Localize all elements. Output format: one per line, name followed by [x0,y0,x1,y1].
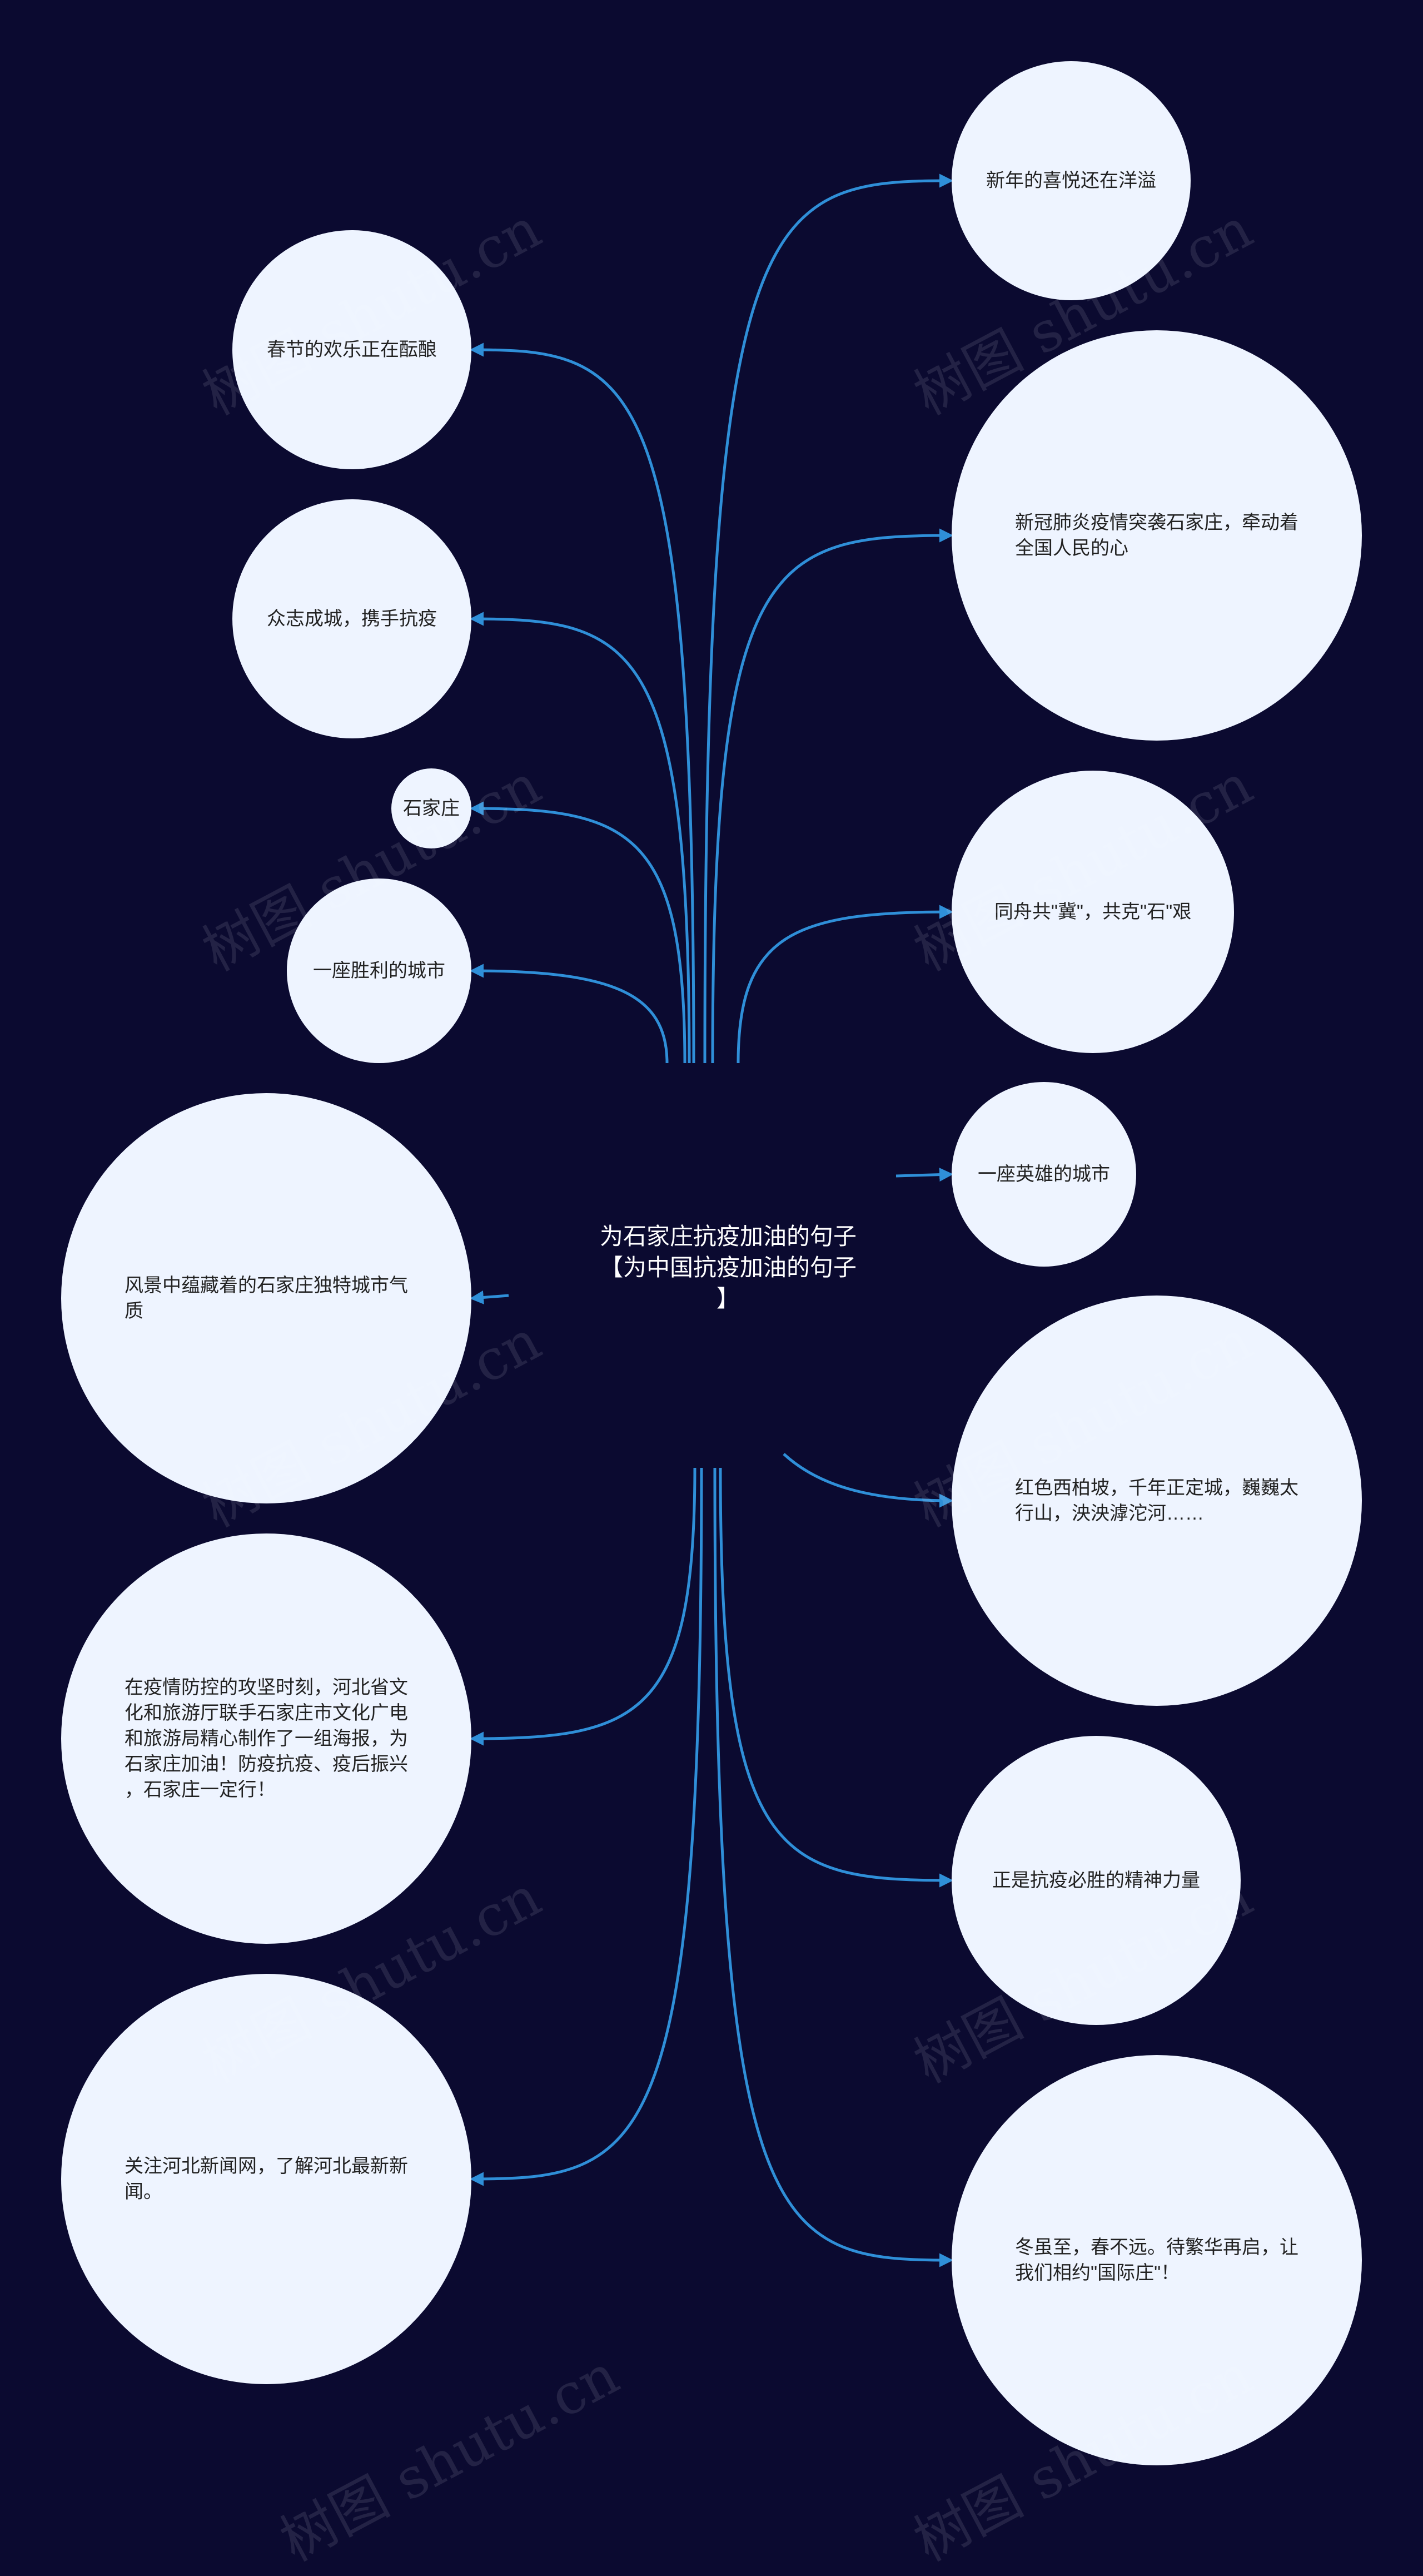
branch-node-meet-again[interactable]: 冬虽至，春不远。待繁华再启，让 我们相约"国际庄"！ [952,2055,1362,2465]
branch-node-label: 同舟共"冀"，共克"石"艰 [994,901,1192,922]
branch-node-shijiazhuang[interactable]: 石家庄 [391,768,471,848]
connector-l6 [470,1467,696,1746]
branch-node-epidemic-strikes[interactable]: 新冠肺炎疫情突袭石家庄，牵动着 全国人民的心 [952,330,1362,741]
branch-node-unite-fight[interactable]: 众志成城，携手抗疫 [232,499,471,738]
connector-r4 [895,1168,953,1182]
branch-node-hebei-news[interactable]: 关注河北新闻网，了解河北最新新 闻。 [61,1974,471,2384]
connector-r2 [711,528,953,1064]
branch-node-city-temperament[interactable]: 风景中蕴藏着的石家庄独特城市气 质 [61,1093,471,1503]
branch-node-posters[interactable]: 在疫情防控的攻坚时刻，河北省文 化和旅游厅联手石家庄市文化广电 和旅游局精心制作… [61,1533,471,1944]
branch-node-label: 正是抗疫必胜的精神力量 [992,1870,1200,1891]
connector-l1 [470,343,695,1064]
branch-node-new-year-joy[interactable]: 新年的喜悦还在洋溢 [952,61,1191,300]
branch-node-label: 石家庄 [403,798,460,819]
branch-node-label: 冬虽至，春不远。待繁华再启，让 我们相约"国际庄"！ [1015,2237,1298,2284]
connector-l5 [470,1291,509,1304]
branch-node-spiritual-power[interactable]: 正是抗疫必胜的精神力量 [952,1736,1241,2025]
connector-l4 [470,964,669,1064]
branch-node-label: 一座胜利的城市 [313,960,445,981]
branch-node-label: 新年的喜悦还在洋溢 [986,170,1156,191]
root-topic-label: 为石家庄抗疫加油的句子 【为中国抗疫加油的句子 】 [599,1223,857,1312]
branch-node-label: 春节的欢乐正在酝酿 [267,339,437,360]
branch-node-victorious-city[interactable]: 一座胜利的城市 [287,878,471,1063]
connector-l7 [470,1467,703,2186]
branch-node-label: 众志成城，携手抗疫 [267,608,437,629]
branch-node-red-xibaipo[interactable]: 红色西柏坡，千年正定城，巍巍太 行山，泱泱滹沱河…… [952,1296,1362,1706]
branch-node-spring-festival[interactable]: 春节的欢乐正在酝酿 [232,230,471,469]
branch-node-label: 红色西柏坡，千年正定城，巍巍太 行山，泱泱滹沱河…… [1015,1477,1298,1524]
branch-node-same-boat[interactable]: 同舟共"冀"，共克"石"艰 [952,771,1234,1053]
branch-node-heroic-city[interactable]: 一座英雄的城市 [952,1082,1136,1267]
branch-node-label: 关注河北新闻网，了解河北最新新 闻。 [125,2156,408,2202]
branch-node-label: 在疫情防控的攻坚时刻，河北省文 化和旅游厅联手石家庄市文化广电 和旅游局精心制作… [125,1677,408,1800]
connector-r1 [703,173,953,1064]
connector-l3 [470,801,686,1064]
connector-r6 [719,1467,953,1888]
root-topic[interactable]: 为石家庄抗疫加油的句子 【为中国抗疫加油的句子 】 [523,1190,934,1346]
connector-r3 [737,905,953,1064]
connector-r5 [783,1453,953,1508]
branch-node-label: 风景中蕴藏着的石家庄独特城市气 质 [125,1275,408,1322]
branch-node-label: 一座英雄的城市 [978,1164,1110,1185]
connector-l2 [470,612,691,1064]
branch-node-label: 新冠肺炎疫情突袭石家庄，牵动着 全国人民的心 [1015,512,1298,559]
connector-r7 [713,1467,953,2267]
